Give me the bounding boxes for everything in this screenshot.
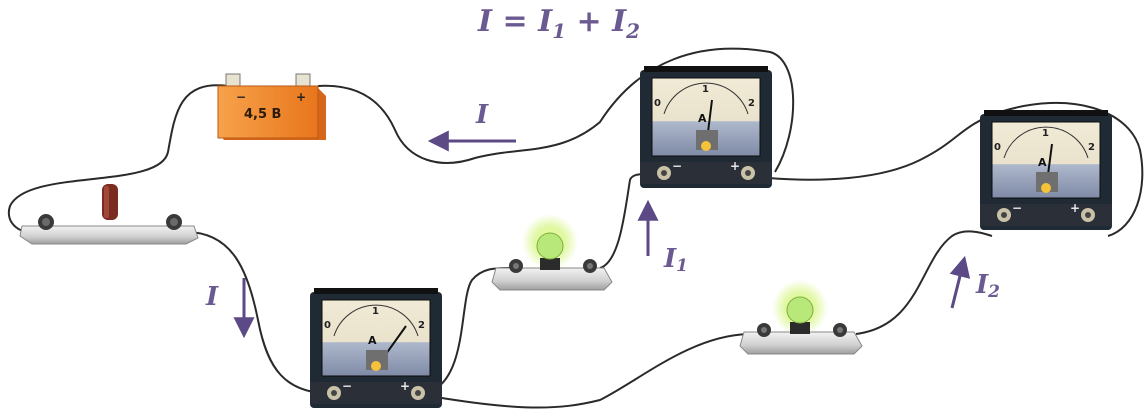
ammeter-branch2-scale-2: 2 [1088, 142, 1095, 153]
ammeter-branch1-scale-0: 0 [654, 98, 661, 109]
wire-switch-ammeter-main [185, 231, 327, 395]
formula: I = I1 + I2 [478, 4, 678, 44]
ammeter-branch2-scale-0: 0 [994, 142, 1001, 153]
formula-plus: + [576, 4, 602, 39]
ammeter-branch1-scale-1: 1 [702, 84, 709, 95]
formula-i: I [478, 4, 493, 39]
ammeter-branch2-unit: A [1038, 156, 1047, 169]
ammeter-branch2: 0 1 2 A − + [980, 110, 1112, 230]
wire-battery-ammeter1 [317, 47, 795, 173]
label-current-branch1-text: I [664, 244, 677, 274]
ammeter-main-unit: A [368, 334, 377, 347]
label-current-branch1-sub: 1 [676, 256, 689, 276]
ammeter-branch1-unit: A [698, 112, 707, 125]
formula-sub2: 2 [626, 19, 641, 43]
battery-minus-label: − [236, 90, 246, 104]
ammeter-main-scale-1: 1 [372, 306, 379, 317]
ammeter-branch2-minus: − [1012, 201, 1022, 215]
ammeter-branch2-scale-1: 1 [1042, 128, 1049, 139]
ammeter-main-minus: − [342, 379, 352, 393]
formula-eq: = [502, 4, 528, 39]
lamp-branch2 [739, 280, 863, 355]
wire-ammeter-main-lamp1 [417, 267, 511, 395]
label-current-branch2-sub: 2 [988, 282, 1001, 302]
lamp-branch1 [491, 214, 613, 291]
wire-battery-switch [7, 84, 229, 234]
ammeter-branch1-scale-2: 2 [748, 98, 755, 109]
battery-voltage-label: 4,5 В [244, 107, 281, 122]
label-current-left: I [206, 282, 218, 312]
wire-lamp2-ammeter2 [855, 230, 993, 335]
ammeter-main-scale-2: 2 [418, 320, 425, 331]
wire-lamp1-ammeter1 [599, 173, 651, 269]
label-current-top-text: I [476, 100, 489, 130]
label-current-branch2-text: I [976, 270, 989, 300]
ammeter-branch1-plus: + [730, 159, 740, 173]
ammeter-main-plus: + [400, 379, 410, 393]
label-current-top: I [476, 100, 488, 130]
label-current-left-text: I [206, 282, 219, 312]
ammeter-main-scale-0: 0 [324, 320, 331, 331]
formula-i1: I [538, 4, 553, 39]
label-current-branch2: I2 [976, 270, 1000, 302]
formula-sub1: 1 [552, 19, 567, 43]
switch [19, 184, 199, 245]
battery-plus-label: + [296, 90, 306, 104]
formula-i2: I [612, 4, 627, 39]
battery: − + 4,5 В [217, 73, 326, 140]
ammeter-branch2-plus: + [1070, 201, 1080, 215]
arrow-current-branch2 [949, 255, 971, 309]
ammeter-branch1-minus: − [672, 159, 682, 173]
ammeter-branch1: 0 1 2 A − + [640, 66, 772, 188]
ammeter-main: 0 1 2 A − + [310, 288, 442, 408]
wire-ammeter-main-lamp2 [417, 333, 749, 409]
label-current-branch1: I1 [664, 244, 688, 276]
